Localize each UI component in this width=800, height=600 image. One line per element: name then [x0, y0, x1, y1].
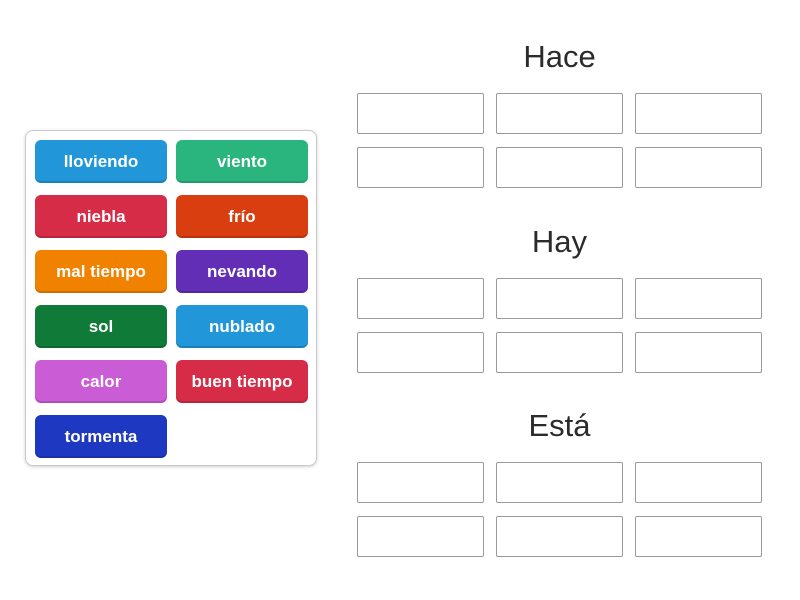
drop-slot-está-3[interactable]: [635, 462, 762, 503]
drop-slot-hay-4[interactable]: [357, 332, 484, 373]
group-está: Está: [357, 402, 762, 557]
group-title: Hace: [523, 39, 596, 74]
group-title: Hay: [531, 224, 588, 259]
word-tile-calor[interactable]: calor: [35, 360, 167, 403]
word-tile-buen-tiempo[interactable]: buen tiempo: [176, 360, 308, 403]
drop-slot-está-2[interactable]: [496, 462, 623, 503]
drop-slot-está-6[interactable]: [635, 516, 762, 557]
drop-slot-grid: [357, 462, 762, 557]
drop-slot-está-5[interactable]: [496, 516, 623, 557]
word-tile-mal-tiempo[interactable]: mal tiempo: [35, 250, 167, 293]
word-tile-nublado[interactable]: nublado: [176, 305, 308, 348]
word-tile-frío[interactable]: frío: [176, 195, 308, 238]
drop-slot-hace-1[interactable]: [357, 93, 484, 134]
word-tile-nevando[interactable]: nevando: [176, 250, 308, 293]
drop-slot-hace-4[interactable]: [357, 147, 484, 188]
drop-slot-grid: [357, 93, 762, 188]
word-tile-viento[interactable]: viento: [176, 140, 308, 183]
word-tile-tormenta[interactable]: tormenta: [35, 415, 167, 458]
drop-slot-hay-6[interactable]: [635, 332, 762, 373]
drop-slot-hace-3[interactable]: [635, 93, 762, 134]
group-hace: Hace: [357, 33, 762, 188]
group-title: Está: [528, 408, 591, 443]
drop-slot-hay-1[interactable]: [357, 278, 484, 319]
drop-slot-hace-2[interactable]: [496, 93, 623, 134]
drop-slot-hay-5[interactable]: [496, 332, 623, 373]
word-tile-sol[interactable]: sol: [35, 305, 167, 348]
drop-slot-grid: [357, 278, 762, 373]
word-tile-lloviendo[interactable]: lloviendo: [35, 140, 167, 183]
drop-slot-está-1[interactable]: [357, 462, 484, 503]
drop-slot-está-4[interactable]: [357, 516, 484, 557]
drop-slot-hay-2[interactable]: [496, 278, 623, 319]
word-tile-niebla[interactable]: niebla: [35, 195, 167, 238]
drop-slot-hace-6[interactable]: [635, 147, 762, 188]
drop-slot-hace-5[interactable]: [496, 147, 623, 188]
group-hay: Hay: [357, 218, 762, 373]
drop-slot-hay-3[interactable]: [635, 278, 762, 319]
